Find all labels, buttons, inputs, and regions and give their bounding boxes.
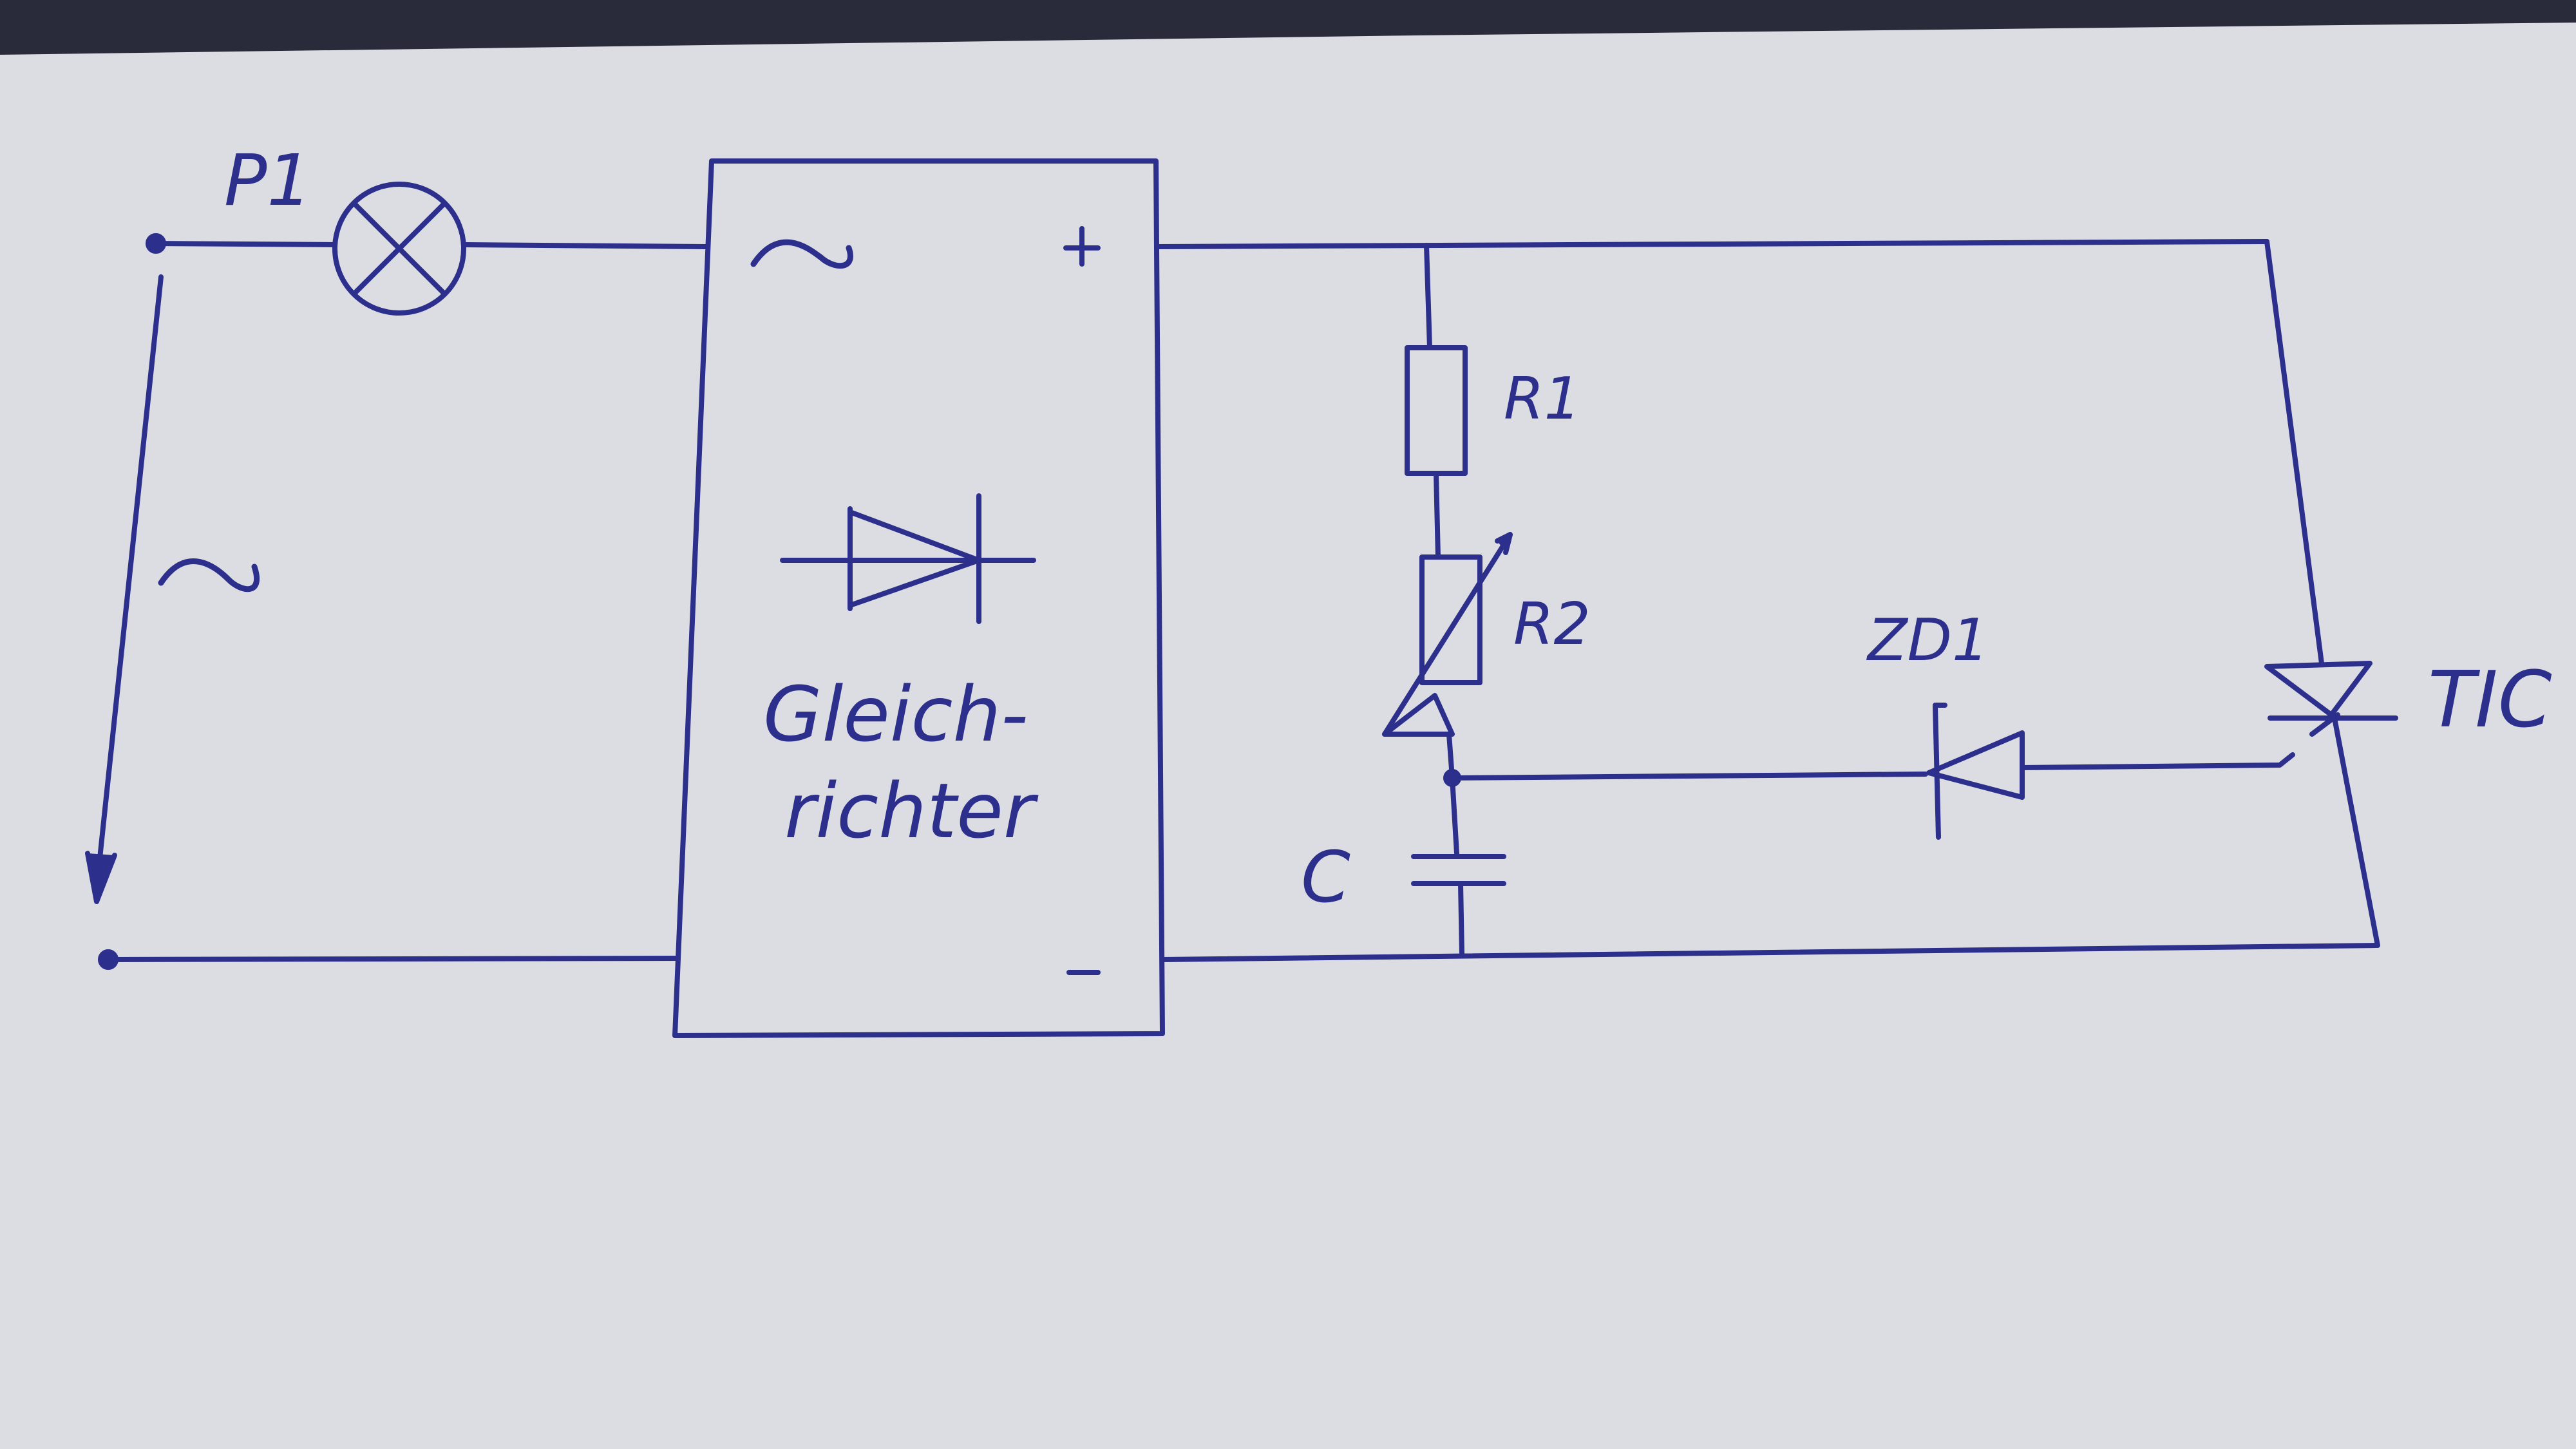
wire-bottom-left (106, 956, 679, 962)
wire-cap-minus (1458, 881, 1464, 956)
label-r2: R2 (1513, 591, 1591, 658)
variable-resistor-icon (1382, 532, 1513, 737)
wire-node-cap (1450, 775, 1459, 856)
wire-top-left (153, 241, 337, 247)
ac-source-wave (158, 558, 260, 592)
wire-tic-anode (2264, 239, 2324, 666)
label-r1: R1 (1504, 365, 1581, 433)
label-rect-word-1: Gleich- (763, 670, 1028, 759)
wire-tic-cathode (2332, 715, 2380, 948)
diode-symbol-icon (780, 493, 1036, 624)
wire-minus-rail (1160, 943, 2379, 962)
wire-r1-top (1424, 243, 1432, 350)
label-p1: P1 (224, 139, 312, 222)
label-zd1: ZD1 (1866, 607, 1989, 674)
wire-lamp-to-rect (461, 242, 708, 249)
wire-node-zener (1450, 772, 1928, 781)
wire-zener-gate (2020, 752, 2295, 770)
label-c: C (1301, 836, 1350, 918)
rect-ac-wave (750, 239, 853, 269)
label-rect-word-2: richter (784, 766, 1039, 855)
label-tic: TIC (2428, 656, 2552, 745)
lamp-cross-icon (332, 182, 466, 316)
wire-plus-rail (1157, 239, 2269, 249)
paper-sheet (0, 23, 2576, 1449)
arrow-down-icon (85, 274, 164, 904)
rectifier-box (672, 158, 1165, 1038)
wire-r1-r2 (1434, 471, 1441, 560)
rect-plus (1063, 226, 1101, 267)
